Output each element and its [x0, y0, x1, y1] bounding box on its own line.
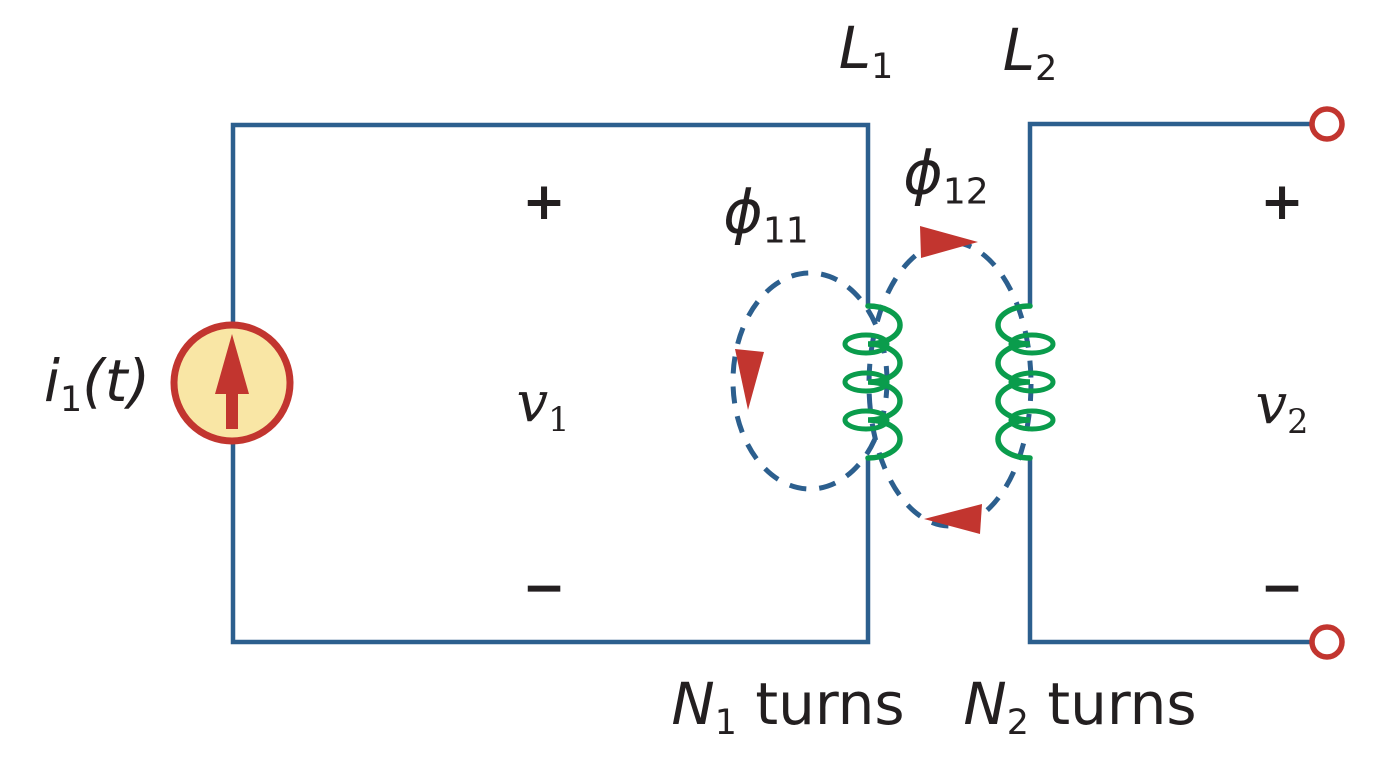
wire-right-top — [1027, 121, 1311, 306]
current-source-arrow-icon — [215, 334, 249, 429]
terminal-top-right — [1309, 106, 1345, 142]
coil-l2-turn-loops — [1008, 332, 1056, 432]
label-v1: v1 — [516, 370, 570, 439]
flux-loop-phi12 — [866, 239, 1034, 529]
wire-left-top — [230, 122, 871, 324]
flux-arrow-down-icon — [735, 349, 764, 410]
label-n2-turns: N2 turns — [963, 670, 1197, 743]
coil-l1-turn-loops — [842, 332, 890, 432]
flux-loop-phi11 — [730, 270, 890, 492]
label-minus-v1: − — [522, 558, 566, 618]
label-plus-v2: + — [1260, 172, 1304, 232]
label-minus-v2: − — [1260, 558, 1304, 618]
label-l1: L1 — [838, 14, 894, 87]
label-plus-v1: + — [522, 172, 566, 232]
wire-left-bottom — [230, 442, 871, 645]
coil-l1 — [865, 303, 903, 461]
coil-l2 — [995, 303, 1033, 461]
label-i1t: i1(t) — [43, 347, 151, 420]
terminal-bottom-right — [1309, 624, 1345, 660]
wire-right-bottom — [1027, 458, 1311, 645]
label-v2: v2 — [1255, 372, 1309, 441]
label-phi11: ϕ11 — [723, 177, 809, 252]
label-l2: L2 — [1002, 16, 1058, 89]
label-n1-turns: N1 turns — [671, 670, 905, 743]
current-source — [170, 321, 294, 445]
label-phi12: ϕ12 — [903, 138, 989, 213]
flux-arrow-left-icon — [924, 504, 982, 534]
flux-arrow-right-icon — [920, 226, 978, 258]
